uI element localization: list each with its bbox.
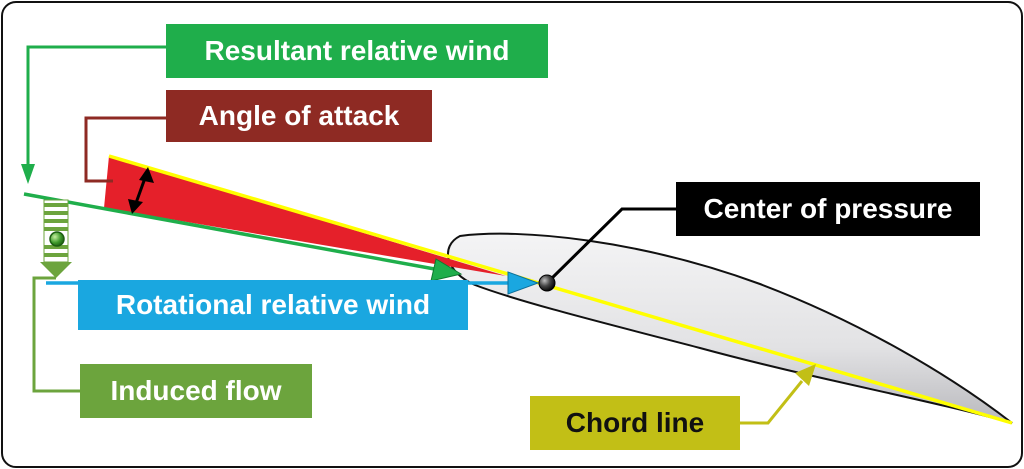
chord-line-leader (740, 380, 804, 425)
aoa-arrow-top (139, 167, 154, 183)
induced-flow-arrow (40, 199, 72, 278)
rotational-wind-label-bg (78, 280, 468, 330)
resultant-wind-arrowhead (430, 258, 463, 282)
resultant-wind-leader-arrow (21, 164, 35, 184)
induced-flow-leader (32, 276, 80, 393)
induced-flow-label: Induced flow (110, 375, 282, 406)
induced-flow-label-bg (80, 364, 312, 418)
chord-line-leader-arrow (795, 364, 816, 386)
aoa-leader (84, 116, 166, 183)
aoa-double-arrow (134, 177, 147, 204)
resultant-wind-label-bg (166, 24, 548, 78)
cop-label-bg (676, 182, 980, 236)
cop-leader (547, 207, 676, 283)
induced-flow-point (49, 231, 65, 247)
resultant-relative-wind-label: Resultant relative wind (204, 35, 510, 66)
rotational-wind-arrowhead (507, 271, 540, 295)
angle-of-attack-label: Angle of attack (198, 100, 400, 131)
center-of-pressure-point (538, 274, 556, 292)
rotational-relative-wind-label: Rotational relative wind (115, 289, 431, 320)
chord-line (108, 154, 1013, 425)
chord-line-label: Chord line (565, 407, 705, 438)
center-of-pressure-label: Center of pressure (703, 193, 953, 224)
chord-line-label-bg (530, 396, 740, 450)
aoa-arrow-bottom (128, 199, 143, 214)
resultant-wind-line (23, 192, 441, 272)
resultant-wind-leader (26, 45, 166, 165)
aoa-label-bg (166, 90, 432, 142)
airfoil (447, 232, 1013, 424)
